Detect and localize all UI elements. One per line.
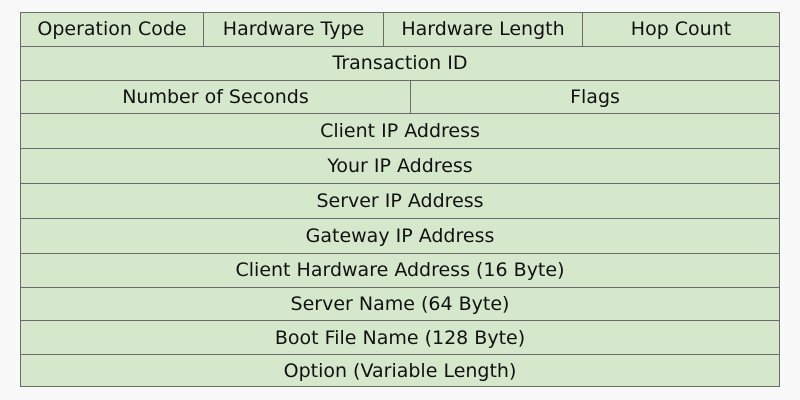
packet-row-option: Option (Variable Length) [21,355,779,386]
packet-row-gateway-ip: Gateway IP Address [21,219,779,254]
field-your-ip-address: Your IP Address [21,149,779,183]
field-label: Gateway IP Address [305,224,495,247]
field-gateway-ip-address: Gateway IP Address [21,219,779,253]
field-label: Client IP Address [320,120,480,143]
packet-row-server-ip: Server IP Address [21,184,779,219]
packet-row-client-hw-address: Client Hardware Address (16 Byte) [21,254,779,288]
field-option: Option (Variable Length) [21,355,779,386]
field-hardware-type: Hardware Type [204,13,384,46]
field-label: Hardware Length [401,18,565,41]
field-operation-code: Operation Code [21,13,204,46]
field-label: Boot File Name (128 Byte) [274,326,526,349]
packet-row-boot-file-name: Boot File Name (128 Byte) [21,321,779,356]
field-client-ip-address: Client IP Address [21,114,779,148]
field-label: Hardware Type [222,18,365,41]
field-client-hardware-address: Client Hardware Address (16 Byte) [21,254,779,287]
packet-row-seconds-flags: Number of Seconds Flags [21,80,779,115]
field-server-name: Server Name (64 Byte) [21,288,779,321]
packet-row-your-ip: Your IP Address [21,149,779,185]
field-label: Flags [570,86,620,109]
packet-row-server-name: Server Name (64 Byte) [21,288,779,322]
field-label: Server IP Address [316,189,484,212]
field-label: Transaction ID [332,52,468,75]
dhcp-packet-format: Operation Code Hardware Type Hardware Le… [20,12,780,387]
packet-row-client-ip: Client IP Address [21,114,779,150]
packet-row-header: Operation Code Hardware Type Hardware Le… [21,13,779,47]
field-boot-file-name: Boot File Name (128 Byte) [21,321,779,354]
field-label: Hop Count [630,18,732,41]
field-hop-count: Hop Count [583,13,779,46]
field-label: Option (Variable Length) [283,359,517,382]
packet-row-transaction-id: Transaction ID [21,47,779,81]
field-label: Operation Code [37,18,187,41]
field-label: Server Name (64 Byte) [290,292,510,315]
field-label: Number of Seconds [122,86,309,109]
field-number-of-seconds: Number of Seconds [21,80,411,114]
field-hardware-length: Hardware Length [384,13,583,46]
field-label: Your IP Address [327,155,473,178]
field-transaction-id: Transaction ID [21,47,779,80]
field-label: Client Hardware Address (16 Byte) [235,259,565,282]
field-flags: Flags [411,81,779,114]
field-server-ip-address: Server IP Address [21,184,779,218]
